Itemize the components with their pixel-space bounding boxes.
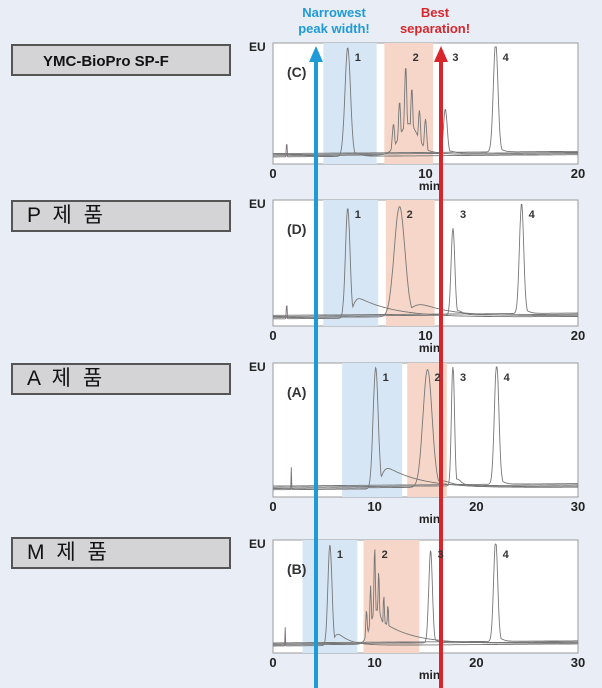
panel-label: (A) bbox=[287, 384, 306, 400]
x-axis-label: min bbox=[419, 512, 440, 526]
x-axis-label: min bbox=[419, 668, 440, 682]
red-arrow bbox=[434, 46, 448, 688]
label-text: YMC-BioPro SP-F bbox=[43, 53, 169, 70]
peak-label: 1 bbox=[355, 209, 361, 221]
x-tick-label: 0 bbox=[269, 655, 276, 670]
x-tick-label: 10 bbox=[367, 655, 381, 670]
chromatogram-panel: (C) EU 0 10 20 min bbox=[249, 40, 585, 193]
peak-label: 4 bbox=[504, 372, 511, 384]
label-text: M 제 품 bbox=[27, 541, 110, 564]
panel-label: (B) bbox=[287, 561, 306, 577]
peak-label: 2 bbox=[435, 372, 441, 384]
peak-label: 4 bbox=[529, 209, 536, 221]
x-tick-label: 30 bbox=[571, 655, 585, 670]
trace-peak-2 bbox=[273, 206, 578, 319]
trace-peak-1 bbox=[273, 47, 578, 158]
blue-note-line1: Narrowest bbox=[302, 5, 366, 20]
trace-peak-1 bbox=[273, 366, 578, 491]
x-tick-label: 20 bbox=[469, 655, 483, 670]
trace-peak-4 bbox=[273, 543, 578, 644]
label-m-product: M 제 품 bbox=[11, 537, 231, 569]
peak-label: 2 bbox=[382, 549, 388, 561]
x-tick-label: 30 bbox=[571, 499, 585, 514]
peak-label: 2 bbox=[413, 52, 419, 64]
red-band bbox=[363, 540, 420, 653]
peak-label: 1 bbox=[337, 549, 343, 561]
peak-label: 3 bbox=[460, 372, 466, 384]
panel-label: (C) bbox=[287, 64, 306, 80]
peak-label: 1 bbox=[355, 52, 361, 64]
x-tick-label: 20 bbox=[571, 328, 585, 343]
peak-label: 2 bbox=[407, 209, 413, 221]
red-band bbox=[385, 200, 435, 326]
chromatogram-panel: (D) EU 0 10 20 min bbox=[249, 197, 585, 355]
trace-peak-2 bbox=[273, 68, 578, 157]
y-axis-label: EU bbox=[249, 360, 266, 374]
chromatogram-panel: (B) EU 0 10 20 30 min bbox=[249, 537, 585, 682]
peak-label: 3 bbox=[438, 549, 444, 561]
peak-label: 4 bbox=[503, 549, 510, 561]
label-p-product: P 제 품 bbox=[11, 200, 231, 232]
x-tick-label: 0 bbox=[269, 166, 276, 181]
trace-peak-4 bbox=[273, 366, 578, 487]
trace-peak-3 bbox=[273, 228, 578, 317]
blue-arrow bbox=[309, 46, 323, 688]
trace-peak-3 bbox=[273, 366, 578, 488]
trace-peak-3 bbox=[273, 109, 579, 156]
trace-peak-3 bbox=[273, 550, 578, 645]
x-tick-label: 0 bbox=[269, 328, 276, 343]
x-tick-label: 10 bbox=[418, 166, 432, 181]
label-ymc-biopro: YMC-BioPro SP-F bbox=[11, 44, 231, 76]
x-tick-label: 20 bbox=[571, 166, 585, 181]
x-tick-label: 20 bbox=[469, 499, 483, 514]
y-axis-label: EU bbox=[249, 537, 266, 551]
red-note-line1: Best bbox=[421, 5, 450, 20]
x-axis-label: min bbox=[419, 179, 440, 193]
label-text: P 제 품 bbox=[27, 204, 106, 227]
y-axis-label: EU bbox=[249, 40, 266, 54]
x-tick-label: 10 bbox=[418, 328, 432, 343]
x-axis-label: min bbox=[419, 341, 440, 355]
trace-peak-4 bbox=[273, 203, 578, 316]
y-axis-label: EU bbox=[249, 197, 266, 211]
red-band bbox=[384, 43, 434, 164]
blue-band bbox=[323, 43, 377, 164]
peak-label: 4 bbox=[503, 52, 510, 64]
panel-label: (D) bbox=[287, 221, 306, 237]
x-tick-label: 0 bbox=[269, 499, 276, 514]
blue-band bbox=[342, 363, 403, 497]
blue-band bbox=[302, 540, 358, 653]
chromatogram-panel: (A) EU 0 10 20 30 min bbox=[249, 360, 585, 526]
peak-label: 3 bbox=[460, 209, 466, 221]
x-tick-label: 10 bbox=[367, 499, 381, 514]
blue-note-line2: peak width! bbox=[298, 21, 370, 36]
trace-peak-4 bbox=[273, 46, 578, 155]
trace-peak-2 bbox=[273, 549, 578, 646]
label-a-product: A 제 품 bbox=[11, 363, 231, 395]
peak-label: 3 bbox=[452, 52, 458, 64]
red-note-line2: separation! bbox=[400, 21, 470, 36]
label-text: A 제 품 bbox=[27, 367, 106, 390]
trace-peak-2 bbox=[273, 368, 578, 489]
peak-label: 1 bbox=[383, 372, 389, 384]
